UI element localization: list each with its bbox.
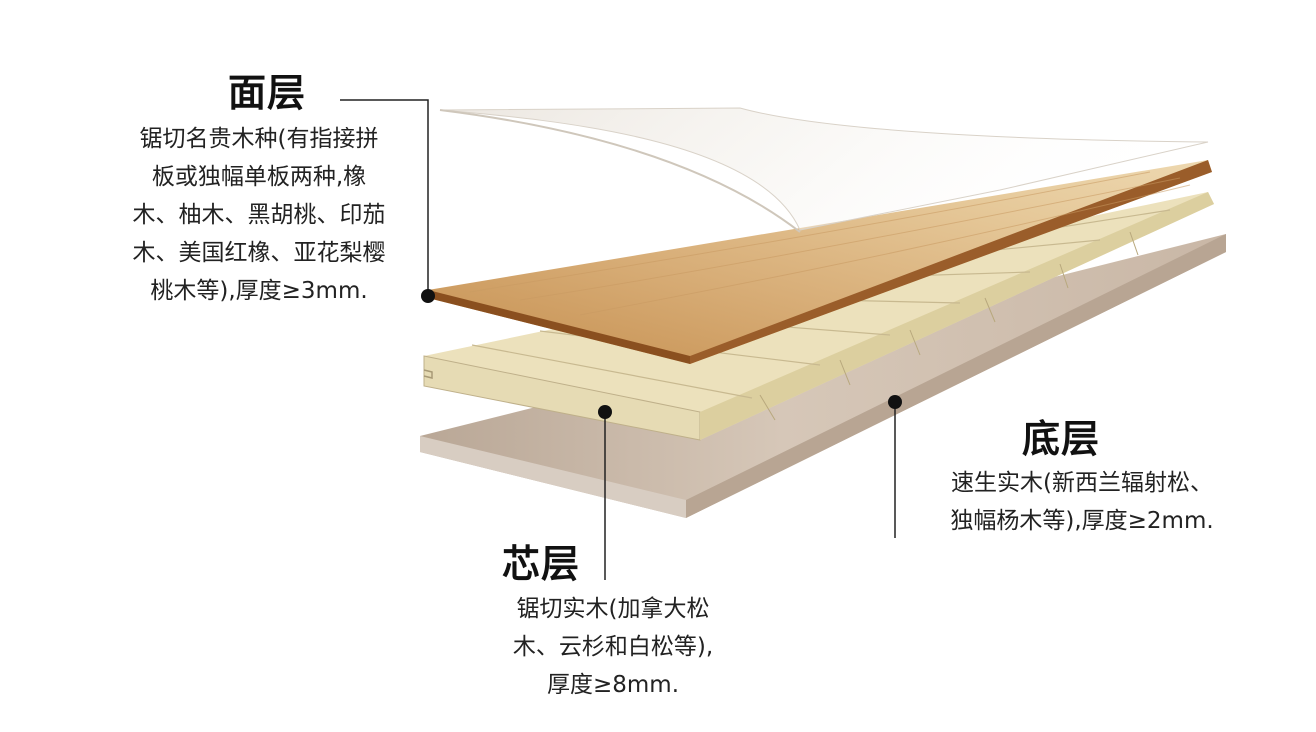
bottom-leader [888,395,902,538]
surface-layer-board [428,160,1212,364]
core-leader [598,405,612,580]
core-layer-description: 锯切实木(加拿大松 木、云杉和白松等), 厚度≥8mm. [512,596,714,698]
surface-leader [340,99,435,303]
peeling-film [439,107,1209,233]
surface-marker-dot [421,289,435,303]
bottom-layer-description: 速生实木(新西兰辐射松、 独幅杨木等),厚度≥2mm. [950,470,1214,534]
core-marker-dot [598,405,612,419]
bottom-layer-title: 底层 [1022,417,1101,461]
surface-layer-title: 面层 [228,71,307,115]
surface-layer-description: 锯切名贵木种(有指接拼 板或独幅单板两种,橡 木、柚木、黑胡桃、印茄 木、美国红… [132,126,386,304]
bottom-marker-dot [888,395,902,409]
core-layer-title: 芯层 [502,542,581,586]
